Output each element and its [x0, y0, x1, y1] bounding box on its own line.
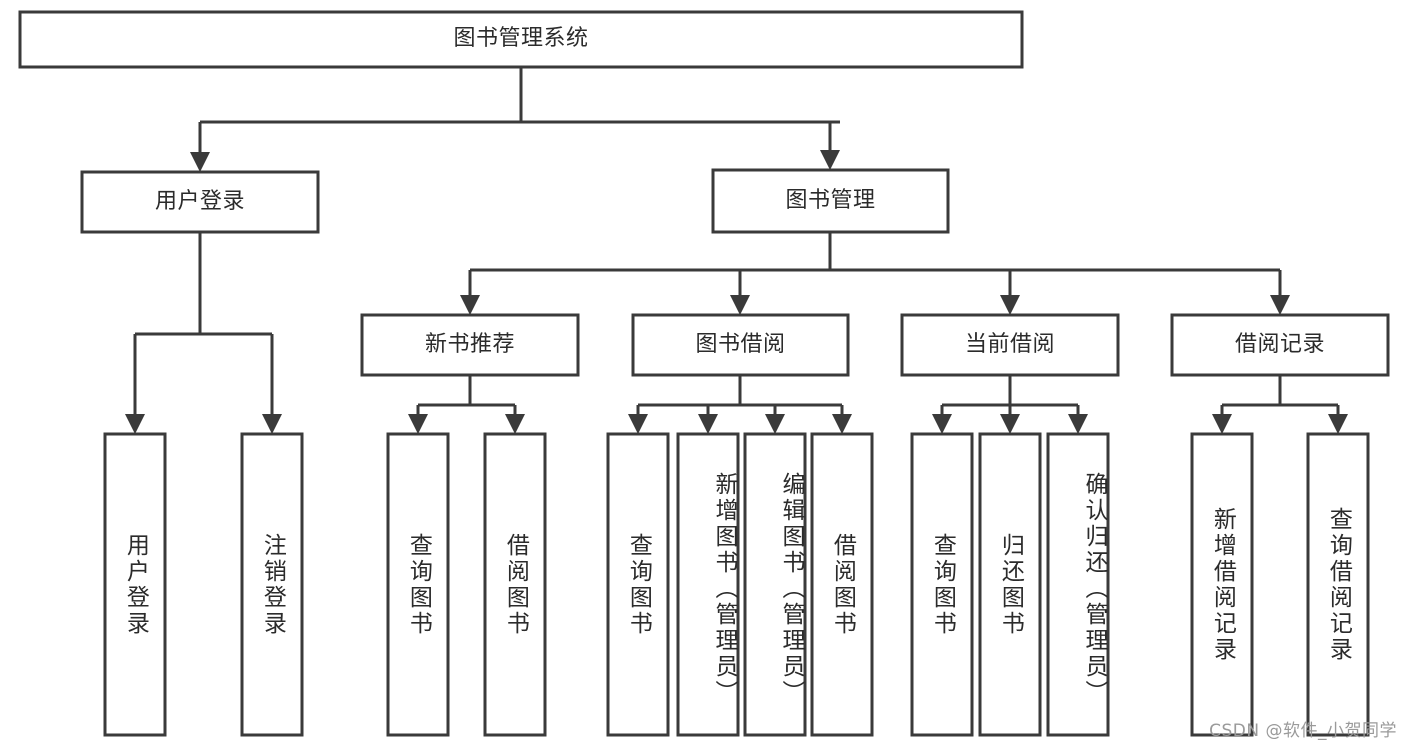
node-box-book-manage[interactable]: [711, 168, 950, 234]
arrow-borrow-record: [1270, 295, 1290, 315]
arrow-leaf-user-login: [125, 414, 145, 434]
arrow-user-login: [190, 152, 210, 172]
node-box-book-borrow[interactable]: [631, 313, 850, 377]
arrow-leaf-query-book-3: [932, 414, 952, 434]
arrow-leaf-borrow-book-1: [505, 414, 525, 434]
arrow-leaf-confirm-return: [1068, 414, 1088, 434]
node-box-leaf-borrow-book-1[interactable]: [483, 432, 547, 737]
arrow-leaf-add-record: [1212, 414, 1232, 434]
node-box-leaf-confirm-return[interactable]: [1046, 432, 1110, 737]
node-box-borrow-record[interactable]: [1170, 313, 1390, 377]
arrow-leaf-query-book-1: [408, 414, 428, 434]
arrow-leaf-query-book-2: [628, 414, 648, 434]
node-box-leaf-add-record[interactable]: [1190, 432, 1254, 737]
arrow-leaf-edit-book: [765, 414, 785, 434]
arrow-leaf-return-book: [1000, 414, 1020, 434]
arrow-leaf-query-record: [1328, 414, 1348, 434]
node-box-leaf-user-login[interactable]: [103, 432, 167, 737]
arrow-book-borrow: [730, 295, 750, 315]
arrow-leaf-add-book: [698, 414, 718, 434]
node-box-leaf-query-record[interactable]: [1306, 432, 1370, 737]
node-box-user-login[interactable]: [80, 170, 320, 234]
node-box-leaf-query-book-3[interactable]: [910, 432, 974, 737]
node-box-root[interactable]: [18, 10, 1024, 69]
node-box-new-book-rec[interactable]: [360, 313, 580, 377]
node-box-leaf-borrow-book-2[interactable]: [810, 432, 874, 737]
node-box-leaf-edit-book[interactable]: [743, 432, 807, 737]
node-box-layer: [18, 10, 1390, 737]
arrow-current-borrow: [1000, 295, 1020, 315]
arrow-book-manage: [820, 150, 840, 170]
node-box-leaf-query-book-1[interactable]: [386, 432, 450, 737]
node-box-leaf-return-book[interactable]: [978, 432, 1042, 737]
arrow-new-book-rec: [460, 295, 480, 315]
arrow-leaf-logout: [262, 414, 282, 434]
connector-layer: [125, 67, 1348, 434]
node-box-leaf-add-book[interactable]: [676, 432, 740, 737]
node-box-leaf-query-book-2[interactable]: [606, 432, 670, 737]
node-box-current-borrow[interactable]: [900, 313, 1120, 377]
arrow-leaf-borrow-book-2: [832, 414, 852, 434]
node-box-leaf-logout[interactable]: [240, 432, 304, 737]
